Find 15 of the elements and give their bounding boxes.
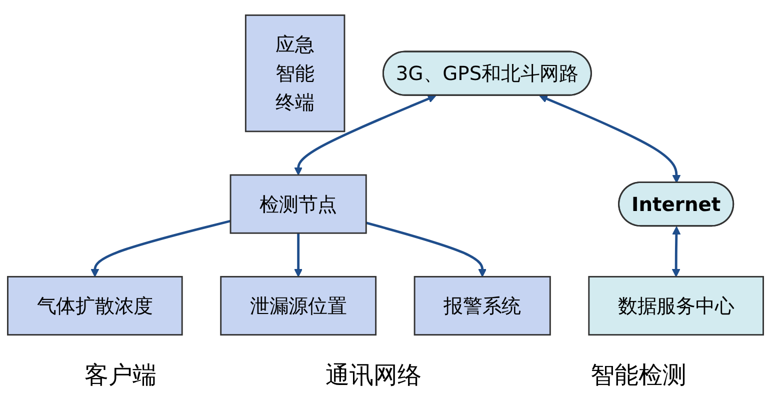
node-box: 数据服务中心 — [588, 276, 764, 336]
arrow — [539, 94, 681, 184]
arrow — [366, 222, 487, 278]
node-box: 气体扩散浓度 — [7, 276, 183, 336]
node-box: 报警系统 — [414, 276, 551, 336]
node-box: 泄漏源位置 — [220, 276, 377, 336]
arrow — [90, 220, 231, 278]
node-box: 应急智能终端 — [244, 14, 346, 132]
column-label: 客户端 — [84, 360, 156, 391]
arrow — [294, 233, 303, 278]
column-label: 通讯网络 — [326, 360, 422, 391]
arrow — [294, 94, 436, 176]
arrow — [672, 226, 681, 278]
node-box: 检测节点 — [230, 174, 367, 234]
column-label: 智能检测 — [590, 360, 686, 391]
